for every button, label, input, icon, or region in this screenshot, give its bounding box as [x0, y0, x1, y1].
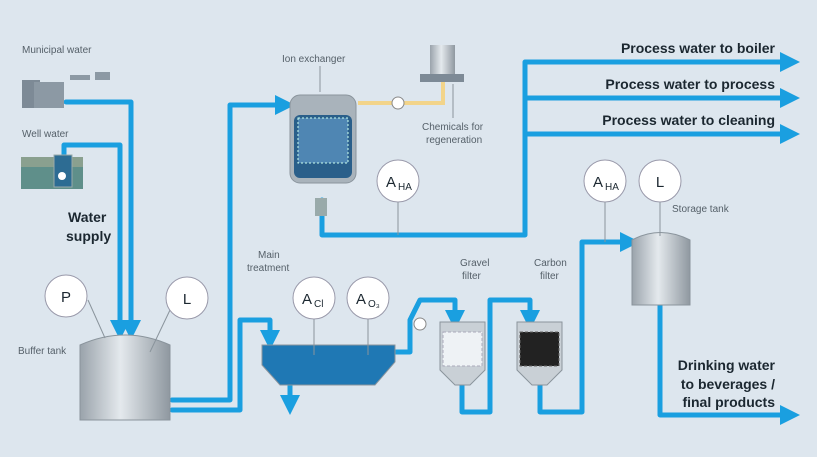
well-water-label: Well water	[22, 129, 69, 140]
chemicals-label: regeneration	[426, 135, 482, 146]
storage-tank-label: Storage tank	[672, 204, 730, 215]
storage-level-sensor	[638, 159, 682, 203]
analyzer-sub: HA	[398, 182, 412, 193]
municipal-water-label: Municipal water	[22, 45, 92, 56]
main-treatment-basin	[261, 344, 396, 386]
level-label: L	[656, 174, 664, 191]
hardness-analyzer-storage	[583, 159, 627, 203]
storage-tank	[631, 232, 691, 306]
chlorine-analyzer	[292, 276, 336, 320]
level-label: L	[183, 291, 191, 308]
analyzer-sub: Cl	[314, 299, 323, 310]
gravel-filter-label: Gravel	[460, 258, 489, 269]
main-treatment-label: Main	[258, 250, 280, 261]
pump-icon	[413, 317, 427, 331]
pipes	[61, 52, 800, 425]
water-supply-label: Water	[68, 209, 107, 225]
chemical-valve	[391, 96, 405, 110]
water-supply-label: supply	[66, 228, 111, 244]
analyzer-sub: HA	[605, 182, 619, 193]
level-sensor	[165, 276, 209, 320]
municipal-water-icon	[22, 72, 110, 108]
chemicals-tank	[420, 45, 464, 82]
carbon-filter-label: filter	[540, 271, 560, 282]
analyzer-label: A	[302, 291, 312, 308]
pressure-sensor	[44, 274, 88, 318]
analyzer-sub: O₃	[368, 299, 380, 310]
output-boiler-label: Process water to boiler	[621, 40, 776, 56]
analyzer-label: A	[593, 174, 603, 191]
drinking-water-label: to beverages /	[681, 376, 775, 392]
output-process-label: Process water to process	[605, 76, 775, 92]
ion-exchanger-label: Ion exchanger	[282, 54, 346, 65]
gravel-filter-label: filter	[462, 271, 482, 282]
carbon-filter-label: Carbon	[534, 258, 567, 269]
pressure-label: P	[61, 289, 71, 306]
analyzer-label: A	[386, 174, 396, 191]
main-treatment-label: treatment	[247, 263, 289, 274]
analyzer-label: A	[356, 291, 366, 308]
ion-exchanger	[289, 94, 357, 184]
well-water-icon	[21, 154, 83, 189]
drinking-water-label: Drinking water	[678, 357, 776, 373]
valve-outlet	[315, 198, 327, 216]
ozone-analyzer	[346, 276, 390, 320]
hardness-analyzer	[376, 159, 420, 203]
output-cleaning-label: Process water to cleaning	[602, 112, 775, 128]
drinking-water-label: final products	[682, 394, 775, 410]
chemicals-label: Chemicals for	[422, 122, 484, 133]
buffer-tank-label: Buffer tank	[18, 346, 67, 357]
buffer-tank	[79, 334, 171, 421]
